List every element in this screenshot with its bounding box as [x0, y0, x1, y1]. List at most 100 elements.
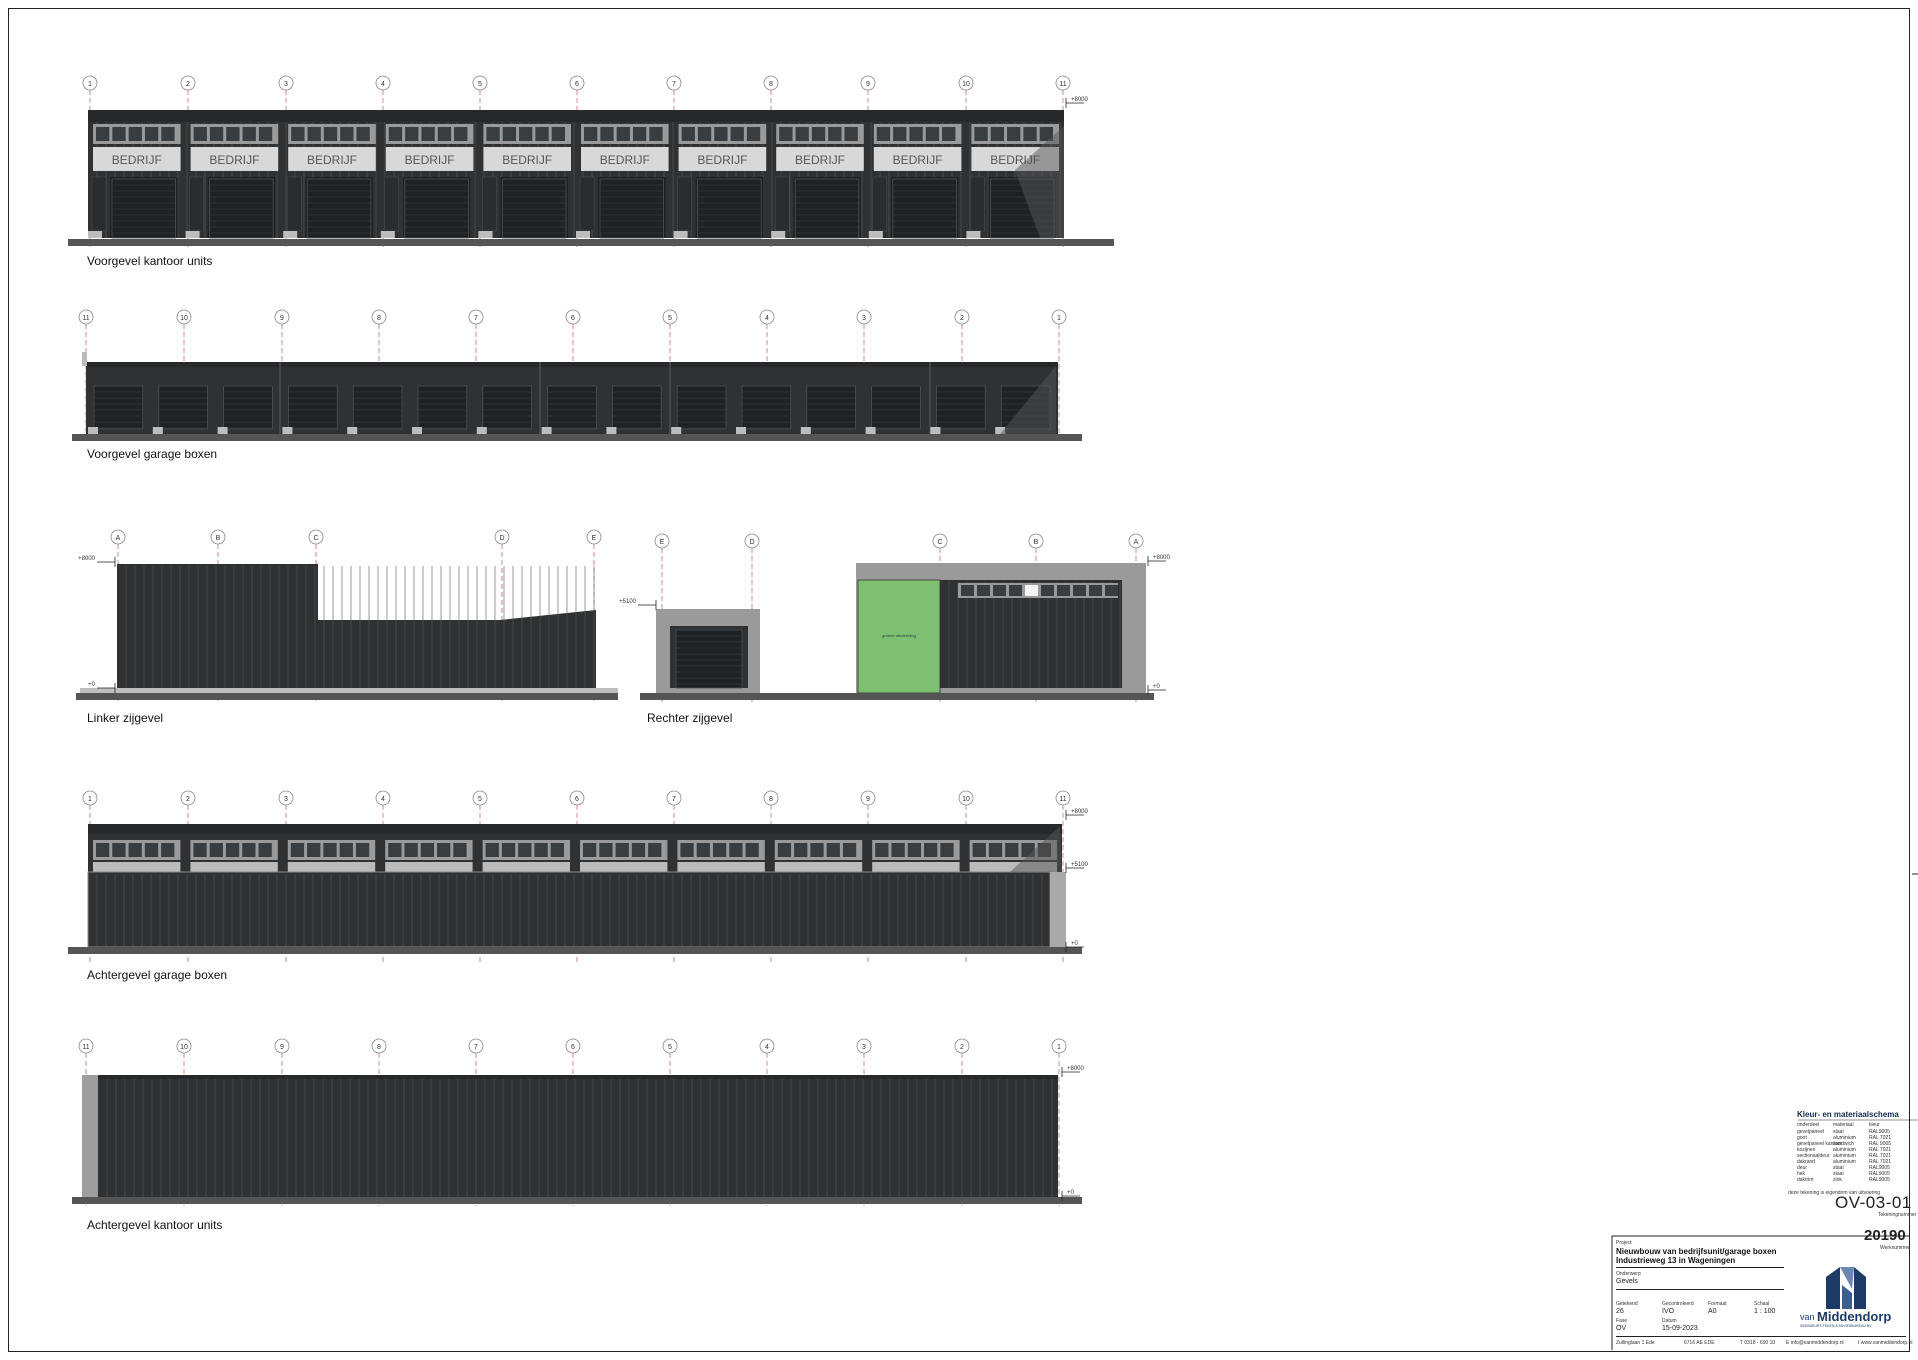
plinth-block [576, 231, 590, 238]
axis-bubble [932, 533, 948, 549]
footer-item: Zuilinglaan 1 Ede [1616, 1340, 1655, 1346]
axis-bubble [1055, 75, 1071, 91]
window-pane [437, 843, 451, 857]
axis-bubble [860, 790, 876, 806]
axis-bubble [210, 529, 226, 545]
window-pane [1009, 585, 1022, 596]
sign-strip [969, 862, 1057, 872]
schema-cell: staal [1833, 1165, 1844, 1171]
window-pane [875, 843, 889, 857]
footer-item: E info@vanmiddendorp.nl [1786, 1340, 1844, 1346]
axis-label: E [592, 535, 597, 542]
window-pane [811, 127, 826, 141]
axis-label: 7 [672, 796, 676, 803]
plinth-block [673, 231, 688, 238]
sectional-door [352, 385, 403, 430]
axis-bubble [856, 1038, 872, 1054]
window-pane [161, 127, 175, 141]
axis-bubble [860, 75, 876, 91]
schema-cell: aluminium [1833, 1147, 1856, 1153]
label-rear-offices: Achtergevel kantoor units [87, 1218, 223, 1232]
axis-label: D [499, 535, 504, 542]
axis-label: A [116, 535, 121, 542]
schema-cell: RAL9005 [1869, 1129, 1890, 1135]
axis-label: 8 [769, 796, 773, 803]
window-pane [193, 843, 207, 857]
tall-volume [117, 564, 318, 688]
axis-bubble [176, 1038, 192, 1054]
axis-label: 9 [866, 796, 870, 803]
window-pane [501, 843, 516, 857]
level-text: +8000 [1153, 555, 1171, 561]
window-pane [1025, 585, 1038, 596]
axis-bubble [565, 1038, 581, 1054]
sign-text: BEDRIJF [600, 153, 650, 167]
window-pane [518, 843, 532, 857]
window-pane [112, 127, 126, 141]
sign-text: BEDRIJF [502, 153, 552, 167]
window-pane [697, 127, 712, 141]
drawing-number: OV-03-01 [1835, 1193, 1912, 1212]
window-pane [631, 843, 646, 857]
sign-strip [580, 862, 668, 872]
window-pane [876, 127, 891, 141]
axis-label: 3 [862, 1044, 866, 1051]
plinth-block [736, 427, 746, 434]
window-pane [339, 843, 353, 857]
axis-label: 11 [82, 315, 89, 322]
axis-bubble [78, 1038, 94, 1054]
window-pane [1005, 843, 1019, 857]
axis-label: 7 [474, 1044, 478, 1051]
axis-label: 4 [765, 1044, 769, 1051]
axis-label: C [937, 539, 942, 546]
garage-wall [87, 871, 1051, 948]
window-pane [161, 843, 175, 857]
ground-line [68, 947, 1082, 954]
schema-cell: staal [1833, 1129, 1844, 1135]
sign-strip [482, 862, 570, 872]
window-pane [925, 127, 940, 141]
end-column [82, 1075, 98, 1197]
axis-label: 10 [180, 1044, 188, 1051]
axis-label: 6 [575, 796, 579, 803]
window-pane [974, 127, 988, 141]
window-pane [258, 127, 273, 141]
window-pane [535, 127, 549, 141]
window-pane [226, 127, 240, 141]
axis-bubble [586, 529, 602, 545]
entrance-door [286, 176, 302, 232]
schema-cell: aluminium [1833, 1135, 1856, 1141]
sign-text: BEDRIJF [112, 153, 162, 167]
window-pane [405, 127, 419, 141]
sign-strip [190, 862, 278, 872]
window-pane [942, 127, 956, 141]
field-value: IVO [1662, 1308, 1675, 1315]
axis-bubble [274, 1038, 290, 1054]
axis-label: 2 [960, 315, 964, 322]
plinth-block [476, 427, 487, 434]
schema-cell: kozijnen [1797, 1147, 1816, 1153]
sectional-door [675, 629, 743, 689]
logo-text-name: Middendorp [1817, 1309, 1892, 1324]
field-label: Fase [1616, 1318, 1628, 1324]
axis-bubble [763, 790, 779, 806]
axis-bubble [468, 309, 484, 325]
axis-label: E [660, 539, 665, 546]
window-pane [988, 843, 1003, 857]
schema-cell: daktrim [1797, 1177, 1814, 1183]
label-front-garages: Voorgevel garage boxen [87, 447, 218, 461]
roof-edge [98, 1075, 1058, 1079]
schema-col-header: kleur [1869, 1122, 1880, 1128]
sign-panel [190, 147, 279, 171]
schema-col-header: onderdeel [1797, 1122, 1820, 1128]
axis-label: 9 [280, 315, 284, 322]
window-pane [745, 843, 759, 857]
axis-label: 1 [1057, 315, 1061, 322]
schema-cell: RAL 9005 [1869, 1141, 1892, 1147]
project-line-1: Nieuwbouw van bedrijfsunit/garage boxen [1616, 1247, 1777, 1256]
field-label: Datum [1662, 1318, 1677, 1324]
sign-strip [872, 862, 960, 872]
subject: Gevels [1616, 1278, 1638, 1285]
